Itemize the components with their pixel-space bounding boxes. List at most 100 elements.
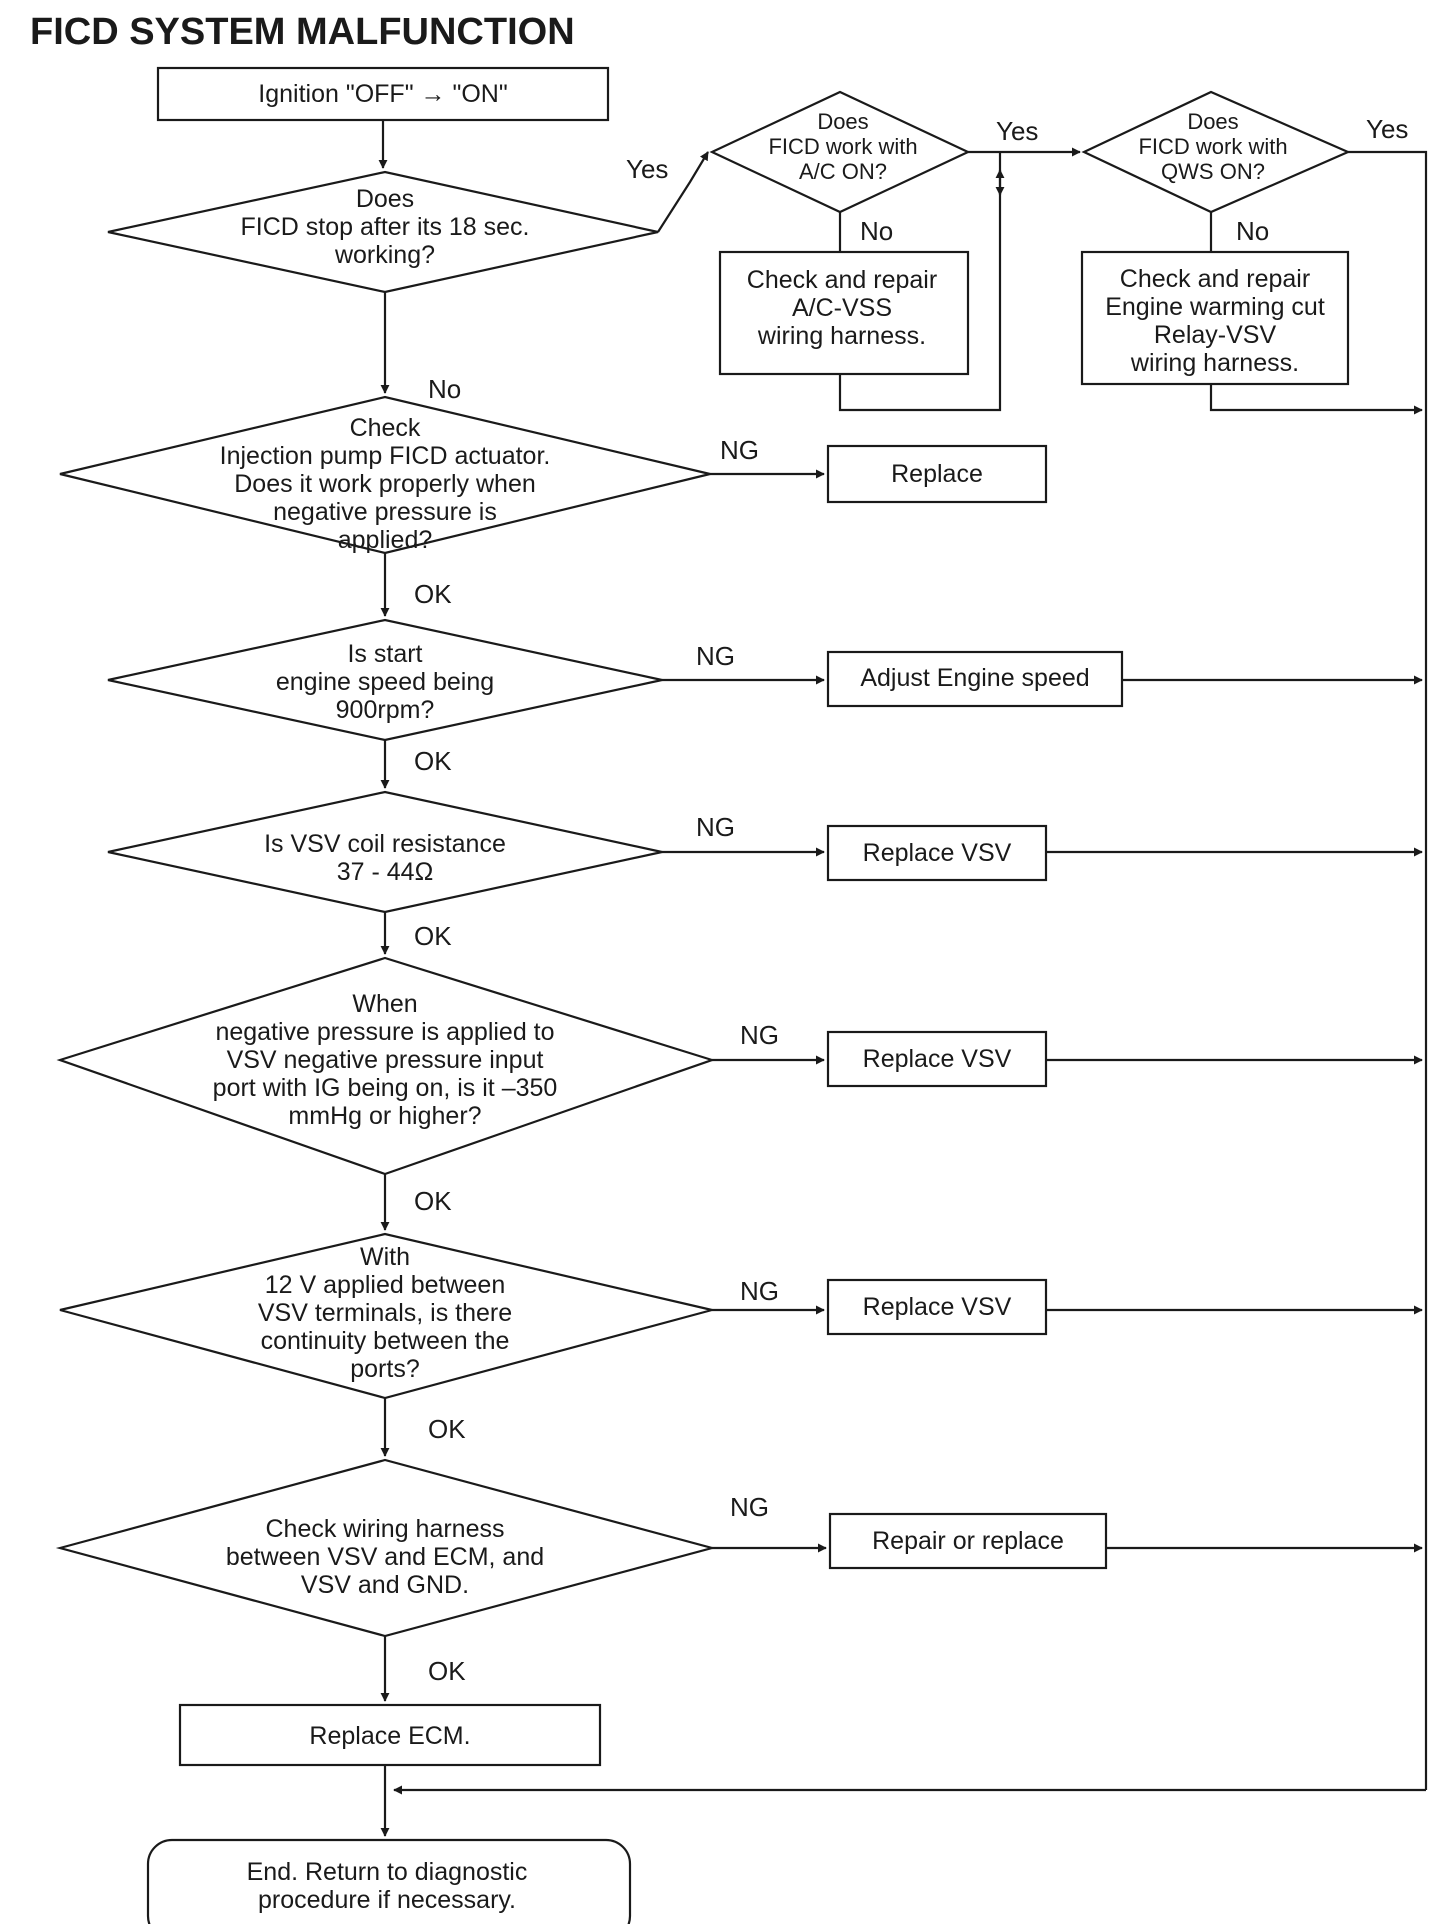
node-text-line: Check wiring harness (266, 1515, 505, 1543)
label-ng-engine-speed: NG (696, 641, 735, 671)
node-text-line: Injection pump FICD actuator. (220, 442, 551, 470)
node-text-line: Is VSV coil resistance (264, 830, 506, 858)
connector-line (1209, 384, 1423, 415)
node-text-line: VSV terminals, is there (258, 1299, 512, 1327)
node-text-line: Does (356, 185, 414, 213)
decision-negative-pressure (56, 956, 716, 1176)
fix-ac-box (718, 250, 970, 376)
node-text-line: End. Return to diagnostic (247, 1858, 528, 1886)
label-ok-actuator: OK (414, 579, 452, 609)
node-text-line: FICD work with (1138, 134, 1287, 159)
connector-line (657, 151, 709, 233)
label-ng-vsv-resistance: NG (696, 812, 735, 842)
replace-ecm-text: Replace ECM. (309, 1722, 470, 1750)
decision-ficd-stop (107, 170, 659, 294)
node-text-line: Replace ECM. (309, 1722, 470, 1750)
node-text-line: working? (334, 241, 435, 269)
label-no-ficd-stop: No (428, 374, 461, 404)
node-text-line: Engine warming cut (1105, 293, 1325, 321)
repair-or-replace-box (828, 1512, 1108, 1570)
connector-line (1348, 150, 1428, 1790)
decision-engine-speed (107, 618, 663, 742)
end-box (146, 1838, 632, 1924)
node-text-line: FICD work with (768, 134, 917, 159)
node-text-line: engine speed being (276, 668, 494, 696)
label-no-ac: No (860, 216, 893, 246)
node-text-line: Does (817, 109, 868, 134)
node-text-line: With (360, 1243, 410, 1271)
replace-text: Replace (891, 460, 983, 488)
decision-continuity (59, 1232, 713, 1400)
label-yes-ac: Yes (626, 154, 668, 184)
label-yes-qws: Yes (1366, 114, 1408, 144)
replace-vsv-box-2 (826, 1030, 1048, 1088)
decision-wiring-harness (55, 1458, 717, 1638)
replace-box (826, 444, 1048, 504)
node-text-line: VSV and GND. (301, 1571, 469, 1599)
node-text-line: port with IG being on, is it –350 (213, 1074, 558, 1102)
label-ng-negative-pressure: NG (740, 1020, 779, 1050)
node-text-line: Adjust Engine speed (860, 664, 1089, 692)
node-text-line: ports? (350, 1355, 419, 1383)
replace-vsv-box-3 (826, 1278, 1048, 1336)
node-text-line: wiring harness. (1130, 349, 1299, 377)
node-text-line: between VSV and ECM, and (226, 1543, 544, 1571)
start-box (156, 66, 610, 122)
label-ok-wiring-harness: OK (428, 1656, 466, 1686)
node-text-line: 900rpm? (336, 696, 435, 724)
decision-actuator (59, 395, 711, 555)
fix-qws-box (1080, 250, 1350, 386)
replace-vsv-text-2: Replace VSV (863, 1045, 1012, 1073)
node-text-line: Repair or replace (872, 1527, 1064, 1555)
node-text-line: Relay-VSV (1154, 321, 1277, 349)
replace-vsv-text-1: Replace VSV (863, 839, 1012, 867)
node-text-line: When (352, 990, 417, 1018)
node-text-line: Does (1187, 109, 1238, 134)
node-text-line: 12 V applied between (265, 1271, 505, 1299)
node-text-line: Is start (347, 640, 422, 668)
label-ok-continuity: OK (428, 1414, 466, 1444)
node-text-line: continuity between the (261, 1327, 510, 1355)
start-text: Ignition "OFF" → "ON" (258, 80, 507, 108)
adjust-engine-speed-box (826, 650, 1124, 708)
label-ok-negative-pressure: OK (414, 1186, 452, 1216)
node-text-line: Check and repair (747, 266, 937, 294)
connector-lines (378, 120, 1428, 1837)
node-text-line: 37 - 44Ω (337, 858, 434, 886)
node-text-line: procedure if necessary. (258, 1886, 516, 1914)
node-text-line: A/C-VSS (792, 294, 892, 322)
node-text-line: negative pressure is (273, 498, 497, 526)
node-text-line: Replace (891, 460, 983, 488)
node-text-line: Replace VSV (863, 1293, 1012, 1321)
decision-ficd-qws (1081, 90, 1351, 214)
node-text-line: Ignition "OFF" → "ON" (258, 80, 507, 108)
label-ng-continuity: NG (740, 1276, 779, 1306)
label-ok-vsv-resistance: OK (414, 921, 452, 951)
decision-ficd-ac (709, 90, 971, 214)
label-ng-actuator: NG (720, 435, 759, 465)
node-text-line: Replace VSV (863, 839, 1012, 867)
node-text-line: applied? (338, 526, 433, 554)
label-no-qws: No (1236, 216, 1269, 246)
replace-vsv-text-3: Replace VSV (863, 1293, 1012, 1321)
node-text-line: QWS ON? (1161, 159, 1265, 184)
node-text-line: negative pressure is applied to (215, 1018, 554, 1046)
node-text-line: A/C ON? (799, 159, 887, 184)
adjust-engine-speed-text: Adjust Engine speed (860, 664, 1089, 692)
label-ok-engine-speed: OK (414, 746, 452, 776)
node-text-line: VSV negative pressure input (227, 1046, 544, 1074)
node-text-line: mmHg or higher? (288, 1102, 481, 1130)
